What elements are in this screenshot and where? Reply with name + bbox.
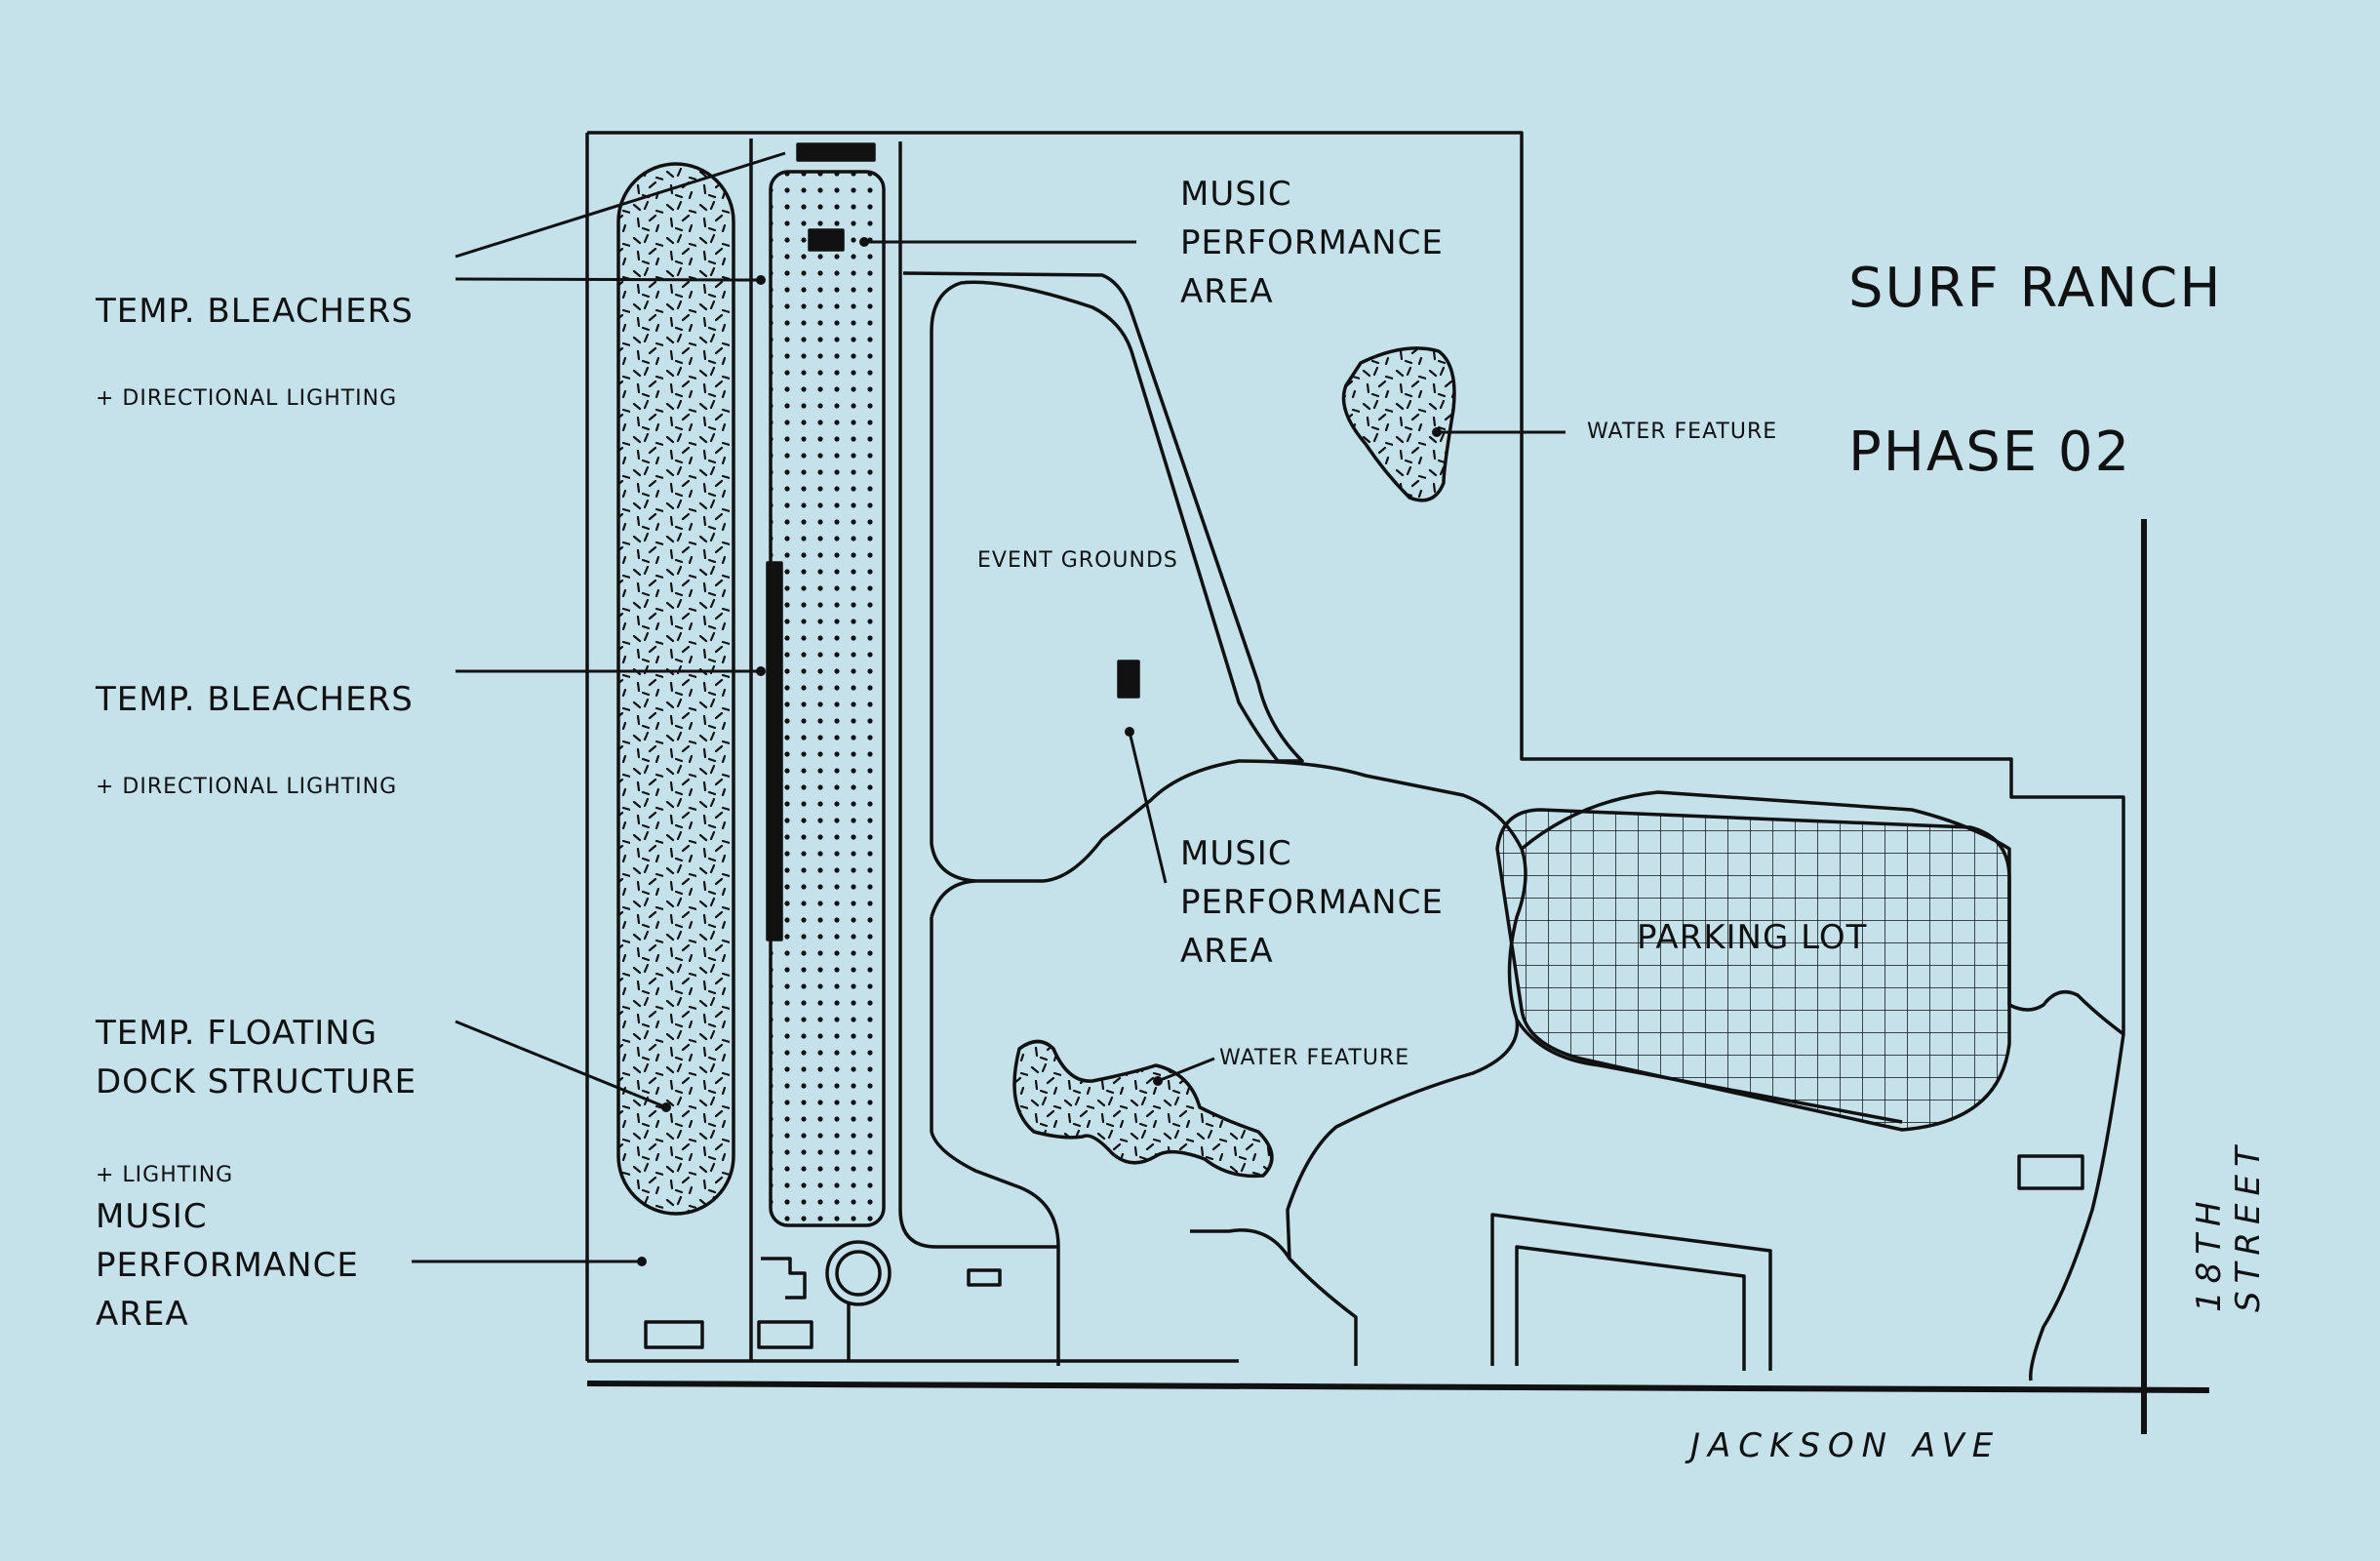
callout-water-feature-top: WATER FEATURE xyxy=(1587,420,1778,444)
callout-bleachers-mid-label: TEMP. BLEACHERS xyxy=(96,680,414,719)
grid-box-left xyxy=(644,1320,704,1349)
small-rect-east xyxy=(2017,1154,2084,1190)
map-title-line1: SURF RANCH xyxy=(1848,257,2223,320)
stage-center-box xyxy=(1117,660,1140,699)
water-feature-bottom xyxy=(1012,1039,1274,1179)
callout-bleachers-mid: TEMP. BLEACHERS + DIRECTIONAL LIGHTING xyxy=(96,626,414,851)
callout-music-center: MUSIC PERFORMANCE AREA xyxy=(1180,834,1444,971)
bleacher-bar xyxy=(766,561,783,941)
stage-top-box xyxy=(808,228,845,252)
path-south xyxy=(1190,1228,1291,1260)
bleacher-pool xyxy=(769,170,886,1227)
small-rect xyxy=(967,1268,1002,1287)
callout-floating-dock-sub: + LIGHTING xyxy=(96,1163,234,1187)
callout-water-feature-bottom: WATER FEATURE xyxy=(1219,1046,1410,1070)
service-drive xyxy=(1490,1213,1772,1371)
roundabout xyxy=(825,1240,892,1306)
parking-lot xyxy=(1495,808,2011,1132)
water-feature-top xyxy=(1341,346,1456,502)
street-label-jackson-ave: JACKSON AVE xyxy=(1690,1426,2002,1465)
callout-bleachers-mid-sub: + DIRECTIONAL LIGHTING xyxy=(96,775,398,799)
path-connector xyxy=(930,879,1060,1366)
map-title-line2: PHASE 02 xyxy=(1848,420,2132,484)
callout-music-top: MUSIC PERFORMANCE AREA xyxy=(1180,175,1444,311)
area-label-event-grounds: EVENT GROUNDS xyxy=(977,548,1178,573)
callout-bleachers-top: TEMP. BLEACHERS + DIRECTIONAL LIGHTING xyxy=(96,238,414,462)
callout-music-bottom-left: MUSIC PERFORMANCE AREA xyxy=(96,1197,359,1334)
path-ring xyxy=(1515,1019,1903,1124)
callout-floating-dock: TEMP. FLOATING DOCK STRUCTURE + LIGHTING xyxy=(96,960,416,1239)
kiosk xyxy=(761,1257,807,1300)
area-label-parking-lot: PARKING LOT xyxy=(1637,918,1868,957)
callout-floating-dock-label: TEMP. FLOATING DOCK STRUCTURE xyxy=(96,1014,417,1101)
site-boundary xyxy=(587,131,2125,1381)
floating-dock-pool xyxy=(616,162,735,1216)
grid-box-right xyxy=(757,1320,813,1349)
event-grounds-path xyxy=(902,271,1527,1366)
jackson-ave-line xyxy=(586,1381,2210,1393)
stage-top-bar xyxy=(796,142,876,162)
callout-bleachers-top-sub: + DIRECTIONAL LIGHTING xyxy=(96,386,398,411)
callout-bleachers-top-label: TEMP. BLEACHERS xyxy=(96,292,414,331)
map-title: SURF RANCH PHASE 02 xyxy=(1848,166,2223,576)
street-label-18th-street: 18TH STREET xyxy=(2190,1139,2268,1312)
promenade-edge xyxy=(898,1209,1058,1249)
